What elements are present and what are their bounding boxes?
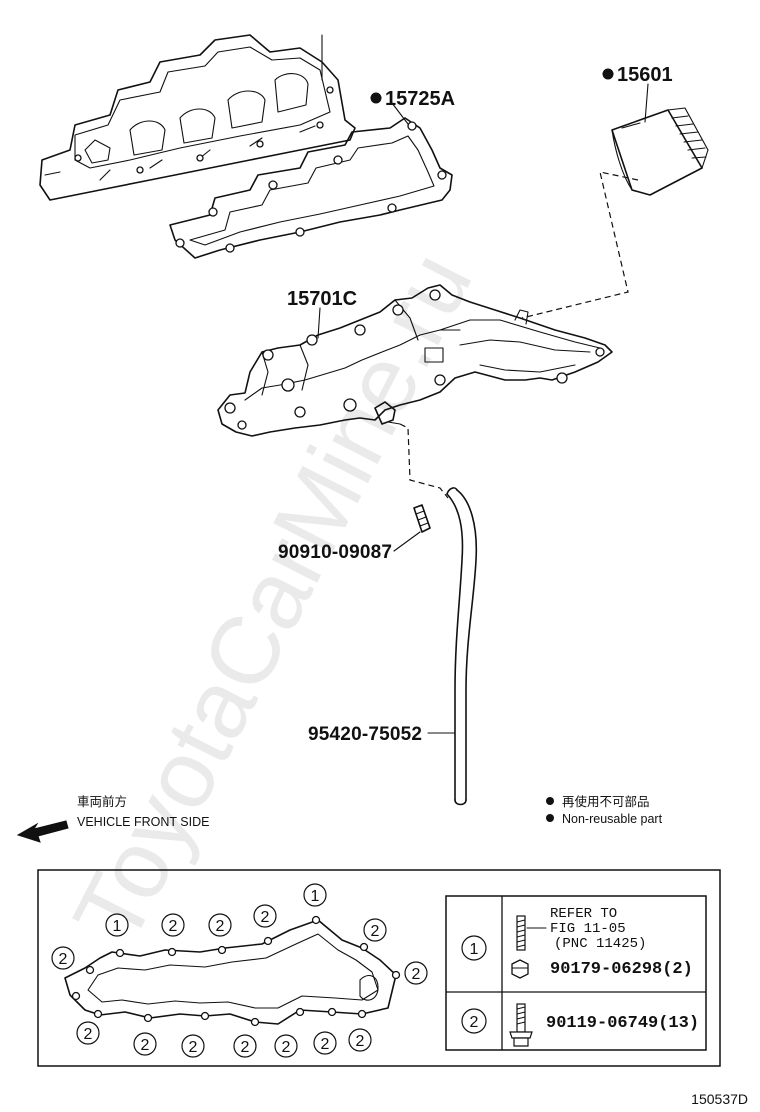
callout-circles: 1 2 2 2 1 2 2 2 2 2 2 2 2 2 2 [51,883,428,1058]
callout-2: 2 [133,1032,157,1056]
svg-text:2: 2 [470,1014,479,1031]
svg-text:1: 1 [113,918,122,935]
svg-text:2: 2 [412,966,421,983]
svg-text:2: 2 [59,951,68,968]
nut-icon [511,959,529,979]
svg-text:2: 2 [216,918,225,935]
svg-text:2: 2 [261,909,270,926]
callout-1: 1 [105,913,129,937]
callout-2: 2 [208,913,232,937]
table-key-1: 1 [461,935,487,961]
non-reusable-dot [602,68,614,80]
front-arrow-icon [16,820,69,843]
svg-text:2: 2 [169,918,178,935]
refer-line-3: (PNC 11425) [554,936,646,952]
oil-filter-drawing [611,107,709,196]
watermark: ToyotaCarMine.ru [53,236,492,960]
non-reusable-dot [370,92,382,104]
svg-text:2: 2 [282,1039,291,1056]
svg-text:2: 2 [356,1033,365,1050]
refer-line-1: REFER TO [550,906,617,922]
svg-text:2: 2 [241,1039,250,1056]
part-label-15701c: 15701C [287,288,357,310]
part-label-15601: 15601 [617,64,673,86]
legend-dot-icon [546,797,554,805]
gasket-15725a-drawing [169,117,453,259]
detail-table: 1 2 REFER TO FIG 11-05 (PNC 11425) 90179… [445,895,707,1051]
oil-pan-drawing [217,284,613,437]
callout-2: 2 [313,1031,337,1055]
callout-2: 2 [161,913,185,937]
stud-bolt-icon [516,915,526,951]
part-label-90119-06749: 90119-06749(13) [546,1014,699,1033]
part-label-90910-09087: 90910-09087 [278,542,392,563]
svg-text:2: 2 [371,923,380,940]
table-key-2: 2 [461,1008,487,1034]
detail-gasket-drawing [64,915,401,1027]
engine-block-drawing [39,34,356,201]
direction-label-jp: 車両前方 [77,794,127,809]
union-fitting-drawing [413,504,431,533]
legend-dot-icon [546,814,554,822]
callout-2: 2 [51,946,75,970]
legend-label-en: Non-reusable part [562,812,663,826]
part-label-90179-06298: 90179-06298(2) [550,960,693,979]
legend-label-jp: 再使用不可部品 [562,794,650,809]
svg-text:1: 1 [311,888,320,905]
svg-text:2: 2 [321,1036,330,1053]
callout-2: 2 [76,1021,100,1045]
callout-2: 2 [348,1028,372,1052]
callout-2: 2 [274,1034,298,1058]
flange-bolt-icon [509,1003,533,1047]
callout-2: 2 [233,1034,257,1058]
callout-2: 2 [404,961,428,985]
svg-text:2: 2 [189,1039,198,1056]
svg-text:2: 2 [84,1026,93,1043]
hose-drawing [446,487,478,806]
callout-2: 2 [181,1034,205,1058]
direction-label-en: VEHICLE FRONT SIDE [77,815,209,829]
callout-2: 2 [363,918,387,942]
detail-frame [37,869,721,1067]
callout-2: 2 [253,904,277,928]
figure-code: 150537D [691,1091,748,1107]
part-label-15725a: 15725A [385,88,455,110]
svg-text:1: 1 [470,941,479,958]
callout-1: 1 [303,883,327,907]
svg-text:2: 2 [141,1037,150,1054]
part-label-95420-75052: 95420-75052 [308,724,422,745]
refer-line-2: FIG 11-05 [550,921,626,937]
